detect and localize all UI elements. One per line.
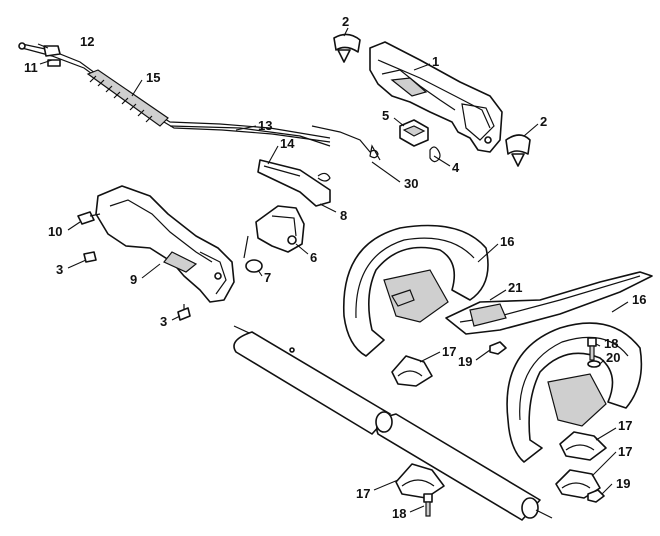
callout-18-upper: 18 <box>604 336 618 351</box>
callout-17-d: 17 <box>356 486 370 501</box>
callout-30: 30 <box>404 176 418 191</box>
callout-17-b: 17 <box>618 418 632 433</box>
callout-18-lower: 18 <box>392 506 406 521</box>
callout-6: 6 <box>310 250 317 265</box>
callout-13: 13 <box>258 118 272 133</box>
clamp-top <box>333 33 361 63</box>
rear-handle-housing <box>369 41 503 153</box>
bolt-18-upper <box>587 337 597 361</box>
spring-ring <box>243 235 263 273</box>
callout-3-bottom: 3 <box>160 314 167 329</box>
callout-17-c: 17 <box>618 444 632 459</box>
callout-9: 9 <box>130 272 137 287</box>
nut-19-lower <box>587 489 605 503</box>
handle-clamp-half <box>255 205 305 253</box>
throttle-cable <box>169 125 331 147</box>
callout-19-lower: 19 <box>616 476 630 491</box>
washer-20 <box>587 360 601 368</box>
callout-4: 4 <box>452 160 460 175</box>
callout-16-upper: 16 <box>500 234 514 249</box>
bracket-17-d <box>395 463 445 499</box>
callout-11: 11 <box>24 60 38 75</box>
callout-14: 14 <box>280 136 295 151</box>
callout-8: 8 <box>340 208 347 223</box>
callout-20: 20 <box>606 350 620 365</box>
loop-handle-lower <box>506 322 643 463</box>
callout-15: 15 <box>146 70 160 85</box>
bracket-17-b <box>559 431 607 461</box>
callout-2-right: 2 <box>540 114 547 129</box>
nut-19-upper <box>489 341 507 355</box>
bracket-17-a <box>391 355 433 387</box>
callout-5: 5 <box>382 108 389 123</box>
screw-3-bottom <box>177 304 191 321</box>
spring-small <box>429 146 441 163</box>
screw-10 <box>77 211 101 225</box>
callout-1: 1 <box>432 54 439 69</box>
callout-17-a: 17 <box>442 344 456 359</box>
screw-3-left <box>83 251 97 263</box>
callout-19-upper: 19 <box>458 354 472 369</box>
barrier-bar <box>445 271 653 335</box>
callout-7: 7 <box>264 270 271 285</box>
switch-block <box>399 119 429 147</box>
torsion-spring <box>311 125 381 161</box>
drive-tube <box>233 325 553 521</box>
callout-10: 10 <box>48 224 62 239</box>
loop-handle-upper <box>342 224 489 357</box>
wiring-harness <box>18 42 331 143</box>
callout-2-top: 2 <box>342 14 349 29</box>
callout-21: 21 <box>508 280 522 295</box>
bracket-17-c <box>555 469 601 499</box>
bolt-18-lower <box>423 493 433 517</box>
callout-16-lower: 16 <box>632 292 646 307</box>
throttle-trigger <box>257 159 331 207</box>
leader-lines <box>37 27 629 513</box>
clamp-right <box>505 134 531 167</box>
control-handle <box>95 185 235 303</box>
callouts: 1 2 2 5 4 12 11 15 13 14 30 8 10 3 9 3 6… <box>24 14 646 521</box>
callout-3-left: 3 <box>56 262 63 277</box>
callout-12: 12 <box>80 34 94 49</box>
cable-spiral-sleeve <box>86 69 169 127</box>
